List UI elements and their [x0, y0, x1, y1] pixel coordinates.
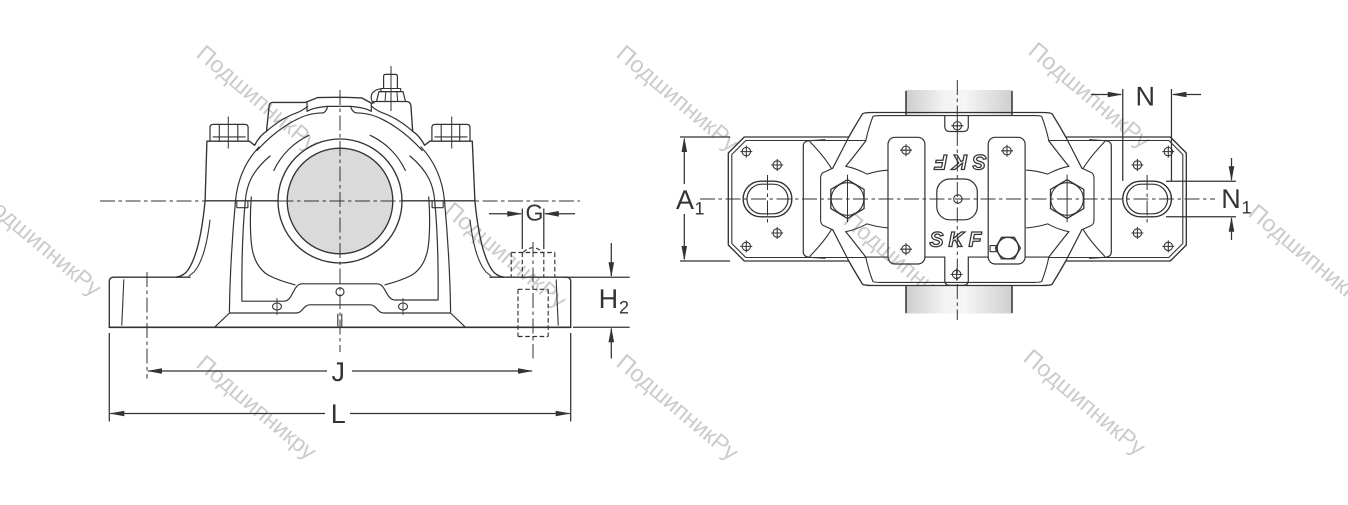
svg-text:SKF: SKF	[930, 150, 987, 173]
svg-text:N: N	[1136, 82, 1156, 112]
svg-text:H: H	[599, 284, 619, 314]
svg-text:SKF: SKF	[930, 229, 987, 252]
svg-text:2: 2	[619, 298, 629, 318]
svg-text:G: G	[526, 199, 544, 225]
svg-text:L: L	[331, 399, 346, 429]
svg-text:N: N	[1221, 184, 1241, 214]
svg-text:1: 1	[695, 199, 705, 219]
svg-text:1: 1	[1242, 198, 1252, 218]
svg-text:J: J	[332, 357, 346, 387]
svg-text:A: A	[676, 185, 694, 215]
